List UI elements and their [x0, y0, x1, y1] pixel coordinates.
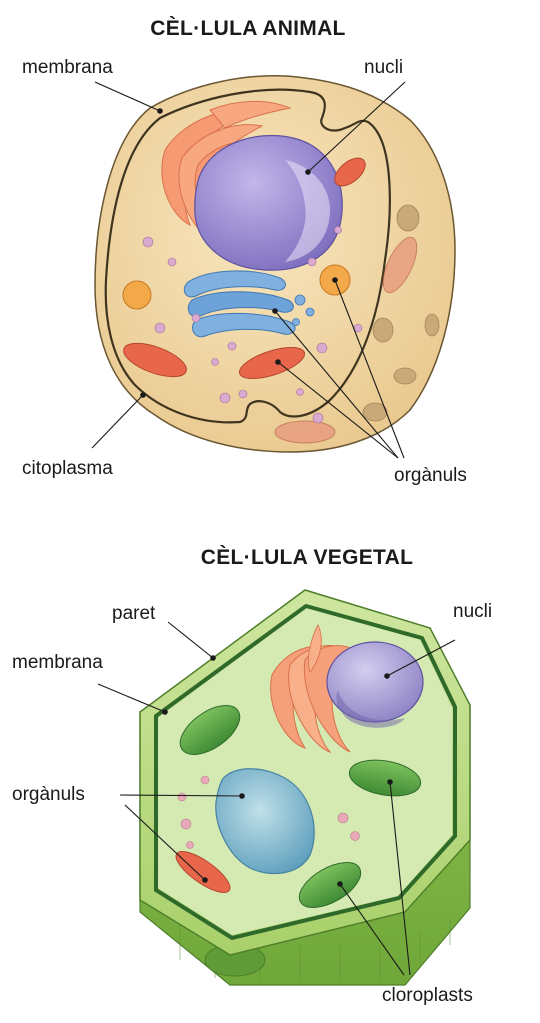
animal-membrane [104, 88, 391, 424]
plant-cell: CÈL·LULA VEGETAL [12, 546, 492, 1006]
animal-nucleus [194, 134, 343, 271]
plant-nucleus [326, 641, 424, 728]
animal-cell: CÈL·LULA ANIMAL [22, 17, 467, 486]
plant-chloroplasts [179, 705, 422, 908]
animal-cell-title: CÈL·LULA ANIMAL [150, 17, 345, 40]
plant-er [270, 624, 356, 754]
animal-mitochondria [123, 157, 418, 444]
label-nucli-vegetal: nucli [453, 601, 492, 622]
label-paret: paret [112, 603, 156, 624]
label-membrana-animal: membrana [22, 57, 113, 78]
plant-cell-title: CÈL·LULA VEGETAL [201, 546, 413, 569]
label-cloroplasts: cloroplasts [382, 985, 473, 1006]
label-organuls-animal: orgànuls [394, 465, 467, 486]
label-organuls-vegetal: orgànuls [12, 784, 85, 805]
label-citoplasma: citoplasma [22, 458, 113, 479]
label-membrana-vegetal: membrana [12, 652, 103, 673]
animal-outer-granules [362, 204, 440, 422]
label-nucli-animal: nucli [364, 57, 403, 78]
golgi-apparatus [183, 270, 315, 338]
animal-small-organelles [142, 226, 363, 424]
plant-membrane [154, 603, 457, 941]
